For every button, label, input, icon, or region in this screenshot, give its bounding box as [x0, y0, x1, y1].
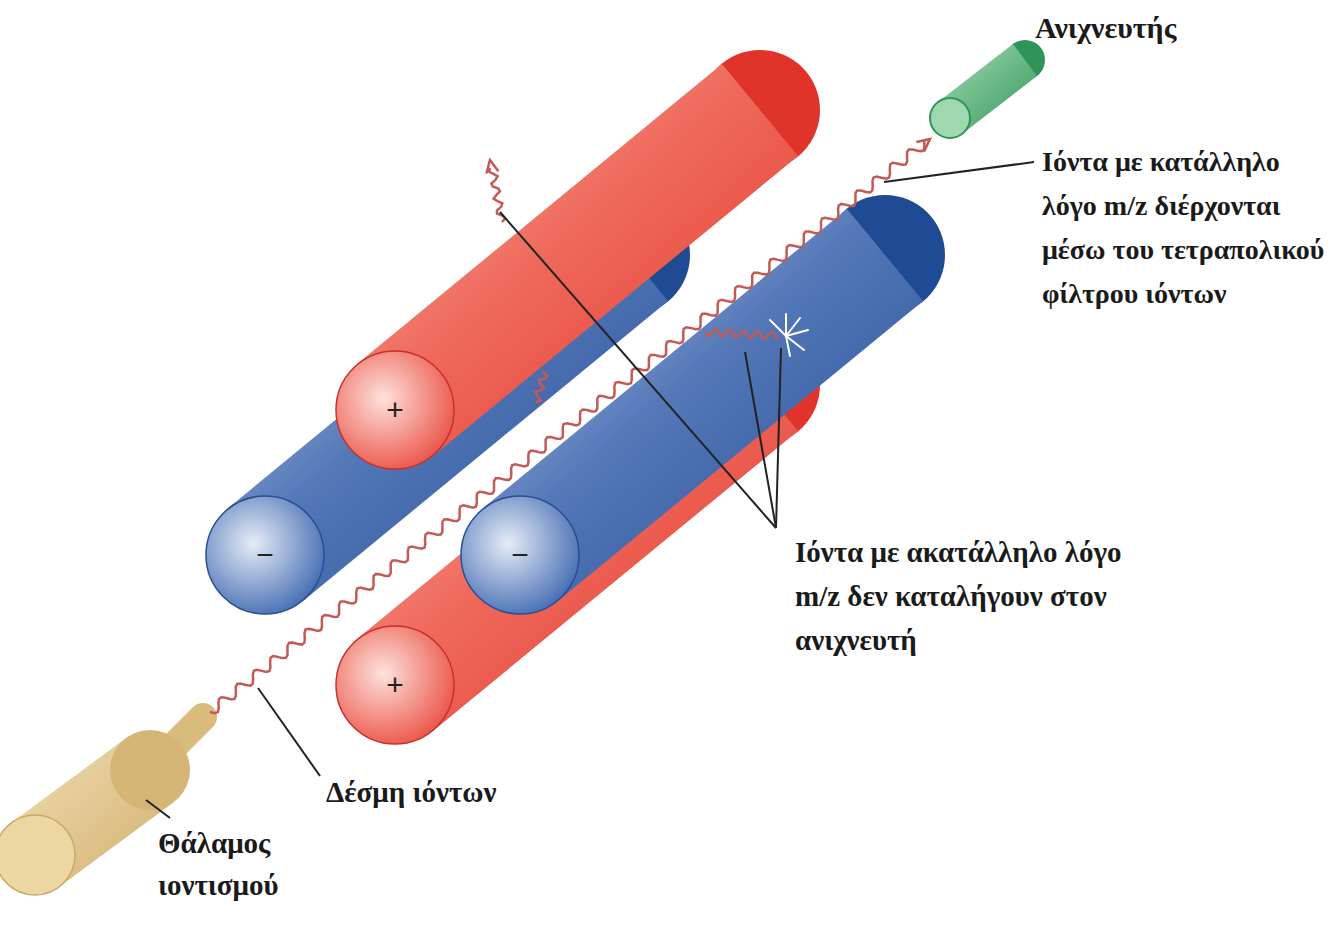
chamber-label: Θάλαμος ιοντισμού	[158, 822, 338, 906]
ionization-chamber	[0, 717, 203, 895]
impact-burst	[770, 314, 808, 356]
rod-end: +	[335, 350, 455, 470]
detector-label: Ανιχνευτής	[1035, 8, 1295, 48]
polarity-sign: +	[386, 668, 404, 702]
rod-end: −	[460, 495, 580, 615]
callout-text: Ιόντα με ακατάλληλο λόγο m/z δεν καταλήγ…	[795, 530, 1140, 662]
beam-label: Δέσμη ιόντων	[326, 772, 586, 812]
callout-text: Ιόντα με κατάλληλο λόγο m/z διέρχονται μ…	[1042, 140, 1334, 316]
polarity-sign: +	[386, 393, 404, 427]
rod-end: +	[335, 625, 455, 745]
ion-path	[705, 329, 778, 340]
leader-lines	[146, 162, 1034, 818]
polarity-sign: −	[256, 538, 274, 572]
polarity-sign: −	[511, 538, 529, 572]
ion-arrowhead	[486, 160, 498, 174]
ion-path	[535, 371, 547, 402]
ion-arrowhead	[916, 139, 930, 152]
detector	[930, 40, 1045, 138]
rod-end: −	[205, 495, 325, 615]
